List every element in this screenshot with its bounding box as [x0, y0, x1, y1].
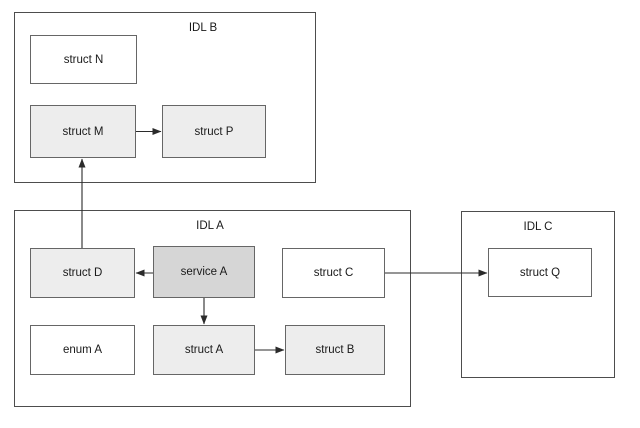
node-struct-a-label: struct A — [184, 344, 224, 356]
node-struct-q[interactable]: struct Q — [488, 248, 592, 297]
node-struct-a[interactable]: struct A — [153, 325, 255, 375]
node-struct-n-label: struct N — [63, 53, 104, 66]
node-struct-q-label: struct Q — [519, 266, 561, 279]
node-struct-m[interactable]: struct M — [30, 105, 136, 158]
node-struct-c[interactable]: struct C — [282, 248, 385, 298]
container-idl-a[interactable] — [14, 210, 411, 407]
node-struct-c-label: struct C — [313, 267, 354, 279]
node-struct-d-label: struct D — [62, 267, 103, 279]
container-idl-b[interactable] — [14, 12, 316, 183]
node-struct-n[interactable]: struct N — [30, 35, 137, 84]
node-service-a-label: service A — [180, 266, 228, 278]
container-idl-c-label: IDL C — [523, 221, 553, 233]
node-service-a[interactable]: service A — [153, 246, 255, 298]
node-struct-b[interactable]: struct B — [285, 325, 385, 375]
node-struct-p-label: struct P — [194, 125, 234, 138]
container-idl-a-label: IDL A — [196, 220, 224, 232]
node-struct-d[interactable]: struct D — [30, 248, 135, 298]
node-struct-m-label: struct M — [62, 125, 104, 138]
node-struct-p[interactable]: struct P — [162, 105, 266, 158]
node-enum-a-label: enum A — [63, 344, 102, 356]
node-enum-a[interactable]: enum A — [30, 325, 135, 375]
container-idl-b-label: IDL B — [188, 22, 218, 34]
node-struct-b-label: struct B — [315, 344, 355, 356]
container-idl-c[interactable] — [461, 211, 615, 378]
